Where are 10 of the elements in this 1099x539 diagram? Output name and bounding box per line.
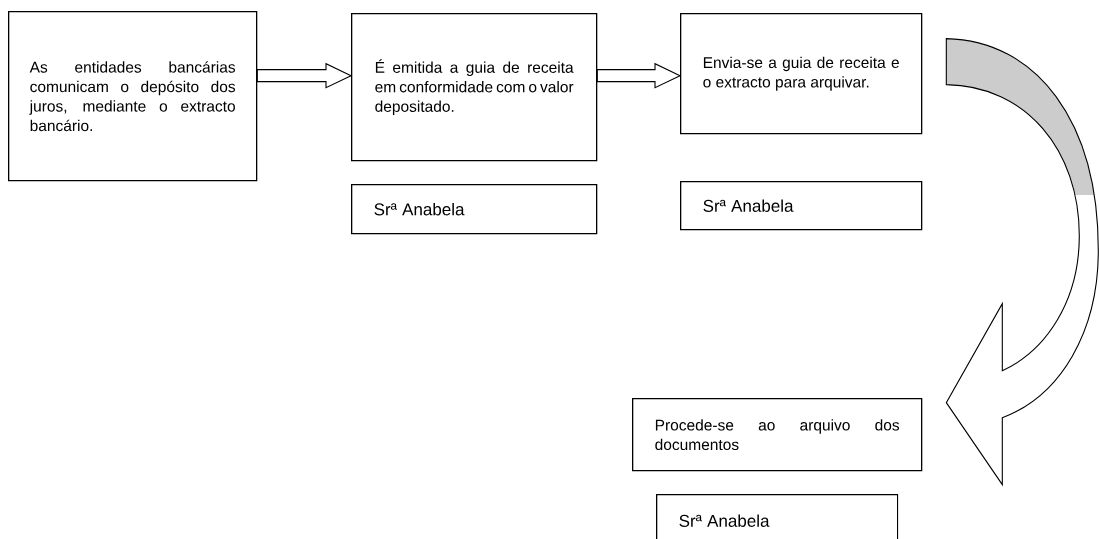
block-arrow <box>256 62 353 89</box>
person-box: Srª Anabela <box>680 181 923 231</box>
curved-block-arrow <box>945 38 1099 486</box>
person-box: Srª Anabela <box>351 184 598 235</box>
process-box: Envia-se a guia de receita e o extracto para arquivar. <box>680 13 923 135</box>
process-box: É emitida a guia de receita em conformidade com o valor depositado. <box>351 13 598 162</box>
process-box: Procede-se ao arquivo dos documentos <box>632 398 923 472</box>
block-arrow <box>596 62 682 89</box>
person-box: Srª Anabela <box>656 494 899 539</box>
process-box: As entidades bancárias comunicam o depósito dos juros, mediante o extracto bancário. <box>8 11 258 182</box>
